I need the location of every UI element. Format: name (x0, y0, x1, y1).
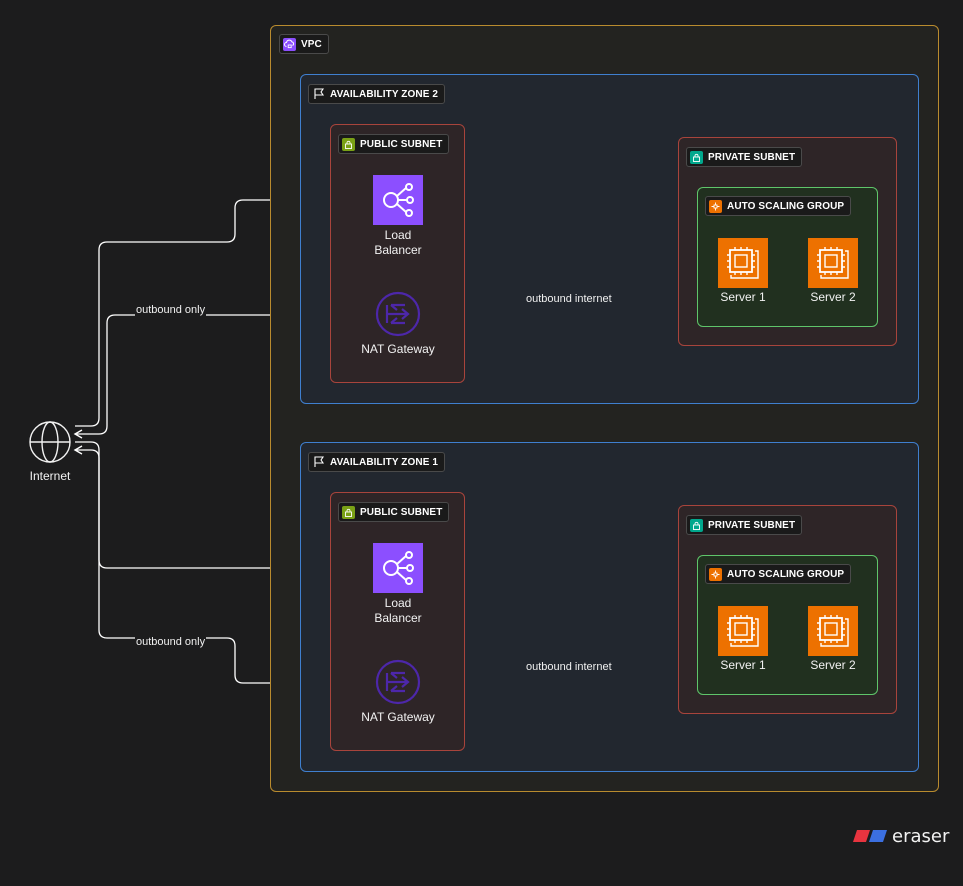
edge-label-outbound-only: outbound only (135, 636, 207, 648)
flag-icon (312, 88, 325, 101)
lock-icon (342, 137, 355, 151)
server-label: Server 2 (810, 290, 856, 304)
ec2-instance-icon[interactable] (718, 606, 768, 656)
edge-label-outbound-only: outbound only (135, 304, 207, 316)
public-subnet-tag: PUBLIC SUBNET (338, 134, 450, 154)
auto-scaling-icon (709, 567, 722, 581)
private-subnet-tag: PRIVATE SUBNET (686, 147, 803, 167)
private-subnet-label: PRIVATE SUBNET (708, 519, 796, 531)
load-balancer-icon[interactable] (373, 175, 423, 225)
edge-label-outbound-internet: outbound internet (525, 661, 613, 673)
zone-label: AVAILABILITY ZONE 2 (330, 88, 439, 100)
lock-icon (690, 518, 703, 532)
nat-gateway-icon[interactable] (375, 659, 421, 705)
public-subnet-label: PUBLIC SUBNET (360, 506, 443, 518)
flag-icon (312, 456, 325, 469)
public-subnet-tag: PUBLIC SUBNET (338, 502, 450, 522)
lock-icon (690, 150, 703, 164)
nat-gateway-label: NAT Gateway (361, 342, 435, 356)
eraser-logo: eraser (853, 825, 953, 847)
server-label: Server 1 (720, 658, 766, 672)
eraser-logo-icon (853, 830, 887, 842)
auto-scaling-icon (709, 199, 722, 213)
lock-icon (342, 505, 355, 519)
nat-gateway-label: NAT Gateway (361, 710, 435, 724)
connector-line (75, 195, 371, 427)
connector-line (73, 314, 372, 439)
globe-icon (28, 420, 72, 464)
edge-label-outbound-internet: outbound internet (525, 293, 613, 305)
asg-tag: AUTO SCALING GROUP (705, 564, 852, 584)
server-label: Server 2 (810, 658, 856, 672)
load-balancer-label: Load Balancer (374, 228, 422, 257)
asg-label: AUTO SCALING GROUP (727, 200, 845, 212)
public-subnet-label: PUBLIC SUBNET (360, 138, 443, 150)
load-balancer-label: Load Balancer (374, 596, 422, 625)
zone-tag: AVAILABILITY ZONE 2 (308, 84, 446, 104)
ec2-instance-icon[interactable] (808, 606, 858, 656)
brand-name: eraser (892, 825, 950, 847)
ec2-instance-icon[interactable] (718, 238, 768, 288)
private-subnet-label: PRIVATE SUBNET (708, 151, 796, 163)
internet-label: Internet (29, 469, 71, 483)
nat-gateway-icon[interactable] (375, 291, 421, 337)
server-label: Server 1 (720, 290, 766, 304)
private-subnet-tag: PRIVATE SUBNET (686, 515, 803, 535)
vpc-label: VPC (301, 38, 322, 50)
asg-tag: AUTO SCALING GROUP (705, 196, 852, 216)
vpc-icon (283, 37, 296, 51)
public-subnet (330, 492, 465, 751)
load-balancer-icon[interactable] (373, 543, 423, 593)
vpc-tag: VPC (279, 34, 329, 54)
ec2-instance-icon[interactable] (808, 238, 858, 288)
asg-label: AUTO SCALING GROUP (727, 568, 845, 580)
zone-tag: AVAILABILITY ZONE 1 (308, 452, 446, 472)
public-subnet (330, 124, 465, 383)
zone-label: AVAILABILITY ZONE 1 (330, 456, 439, 468)
